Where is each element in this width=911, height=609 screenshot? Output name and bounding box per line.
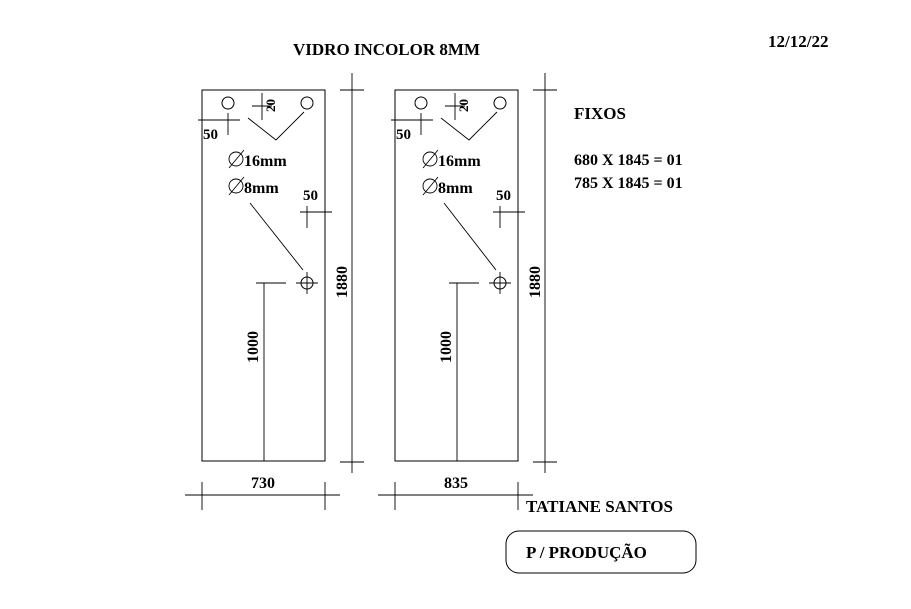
panel-2-hole-large-label: 16mm (438, 153, 481, 170)
panel-1-inner-height-label: 1000 (245, 331, 262, 363)
panel-1-width-label: 730 (251, 475, 275, 492)
panel-1-hole-small-label: 8mm (244, 180, 279, 197)
panel-2-right-offset-label: 50 (496, 188, 511, 204)
panel-2-left-offset-label: 50 (396, 127, 411, 143)
panel-1-top-gap-label: 20 (263, 99, 278, 112)
panel-1-outline (201, 89, 326, 462)
panel-1-top-left-hole (221, 96, 235, 110)
panel-2: 20 50 16mm 8mm 50 1000 1880 83 (378, 73, 557, 510)
panel-2-width-label: 835 (444, 475, 468, 492)
fixos-line-1: 680 X 1845 = 01 (574, 152, 683, 169)
panel-1-diameter-16-symbol (228, 149, 245, 169)
production-stamp-label: P / PRODUÇÃO (526, 543, 647, 562)
drawing-title: VIDRO INCOLOR 8MM (293, 40, 480, 59)
panel-1-height-label: 1880 (334, 266, 351, 298)
panel-1-diameter-8-symbol (228, 176, 245, 196)
fixos-heading: FIXOS (574, 104, 626, 123)
panel-2-top-left-hole (414, 96, 428, 110)
panel-1-hole-leader (247, 111, 305, 141)
panel-2-inner-height-label: 1000 (438, 331, 455, 363)
panel-2-outline (394, 89, 519, 462)
panel-2-top-right-hole (493, 96, 507, 110)
panel-2-height-label: 1880 (527, 266, 544, 298)
panel-1-handle-leader (249, 202, 304, 271)
panel-1-hole-large-label: 16mm (244, 153, 287, 170)
production-stamp-box (505, 530, 697, 574)
panel-2-hole-small-label: 8mm (438, 180, 473, 197)
panel-2-handle-leader (443, 202, 497, 271)
panel-2-diameter-16-symbol (422, 149, 439, 169)
panel-1-left-offset-label: 50 (203, 127, 218, 143)
fixos-line-2: 785 X 1845 = 01 (574, 175, 683, 192)
author-name: TATIANE SANTOS (526, 497, 673, 516)
panel-2-top-gap-label: 20 (456, 99, 471, 112)
panel-2-hole-leader (440, 111, 498, 141)
panel-2-diameter-8-symbol (422, 176, 439, 196)
panel-1-top-right-hole (300, 96, 314, 110)
panel-1: 20 50 16mm 8mm 50 1000 (185, 73, 364, 510)
drawing-date: 12/12/22 (768, 32, 828, 51)
panel-1-right-offset-label: 50 (303, 188, 318, 204)
